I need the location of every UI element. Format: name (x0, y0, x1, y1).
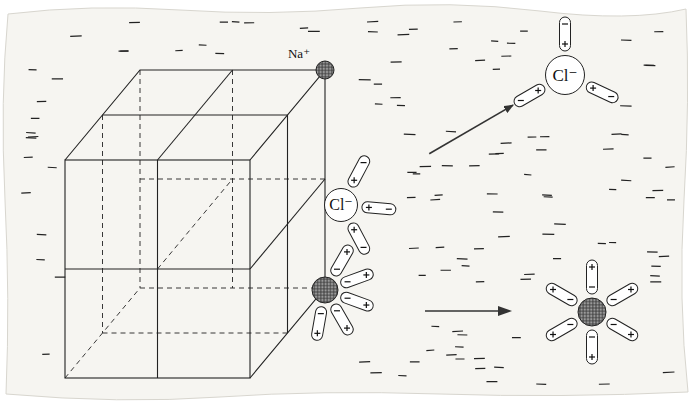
sodium-ion (312, 277, 338, 303)
sodium-ion: Na⁺ (316, 61, 334, 79)
sodium-circle (315, 60, 335, 80)
ion-label: Cl⁻ (552, 67, 577, 84)
chloride-ion: Cl⁻ (545, 55, 585, 95)
arrow (425, 306, 512, 316)
chloride-ion: Cl⁻ (324, 188, 358, 222)
water-dashes (21, 21, 675, 384)
water-dipoles (311, 17, 640, 364)
crystal-cube (65, 70, 325, 378)
dissolution-arrow (429, 105, 513, 154)
water-background (3, 5, 688, 400)
ion-label: Cl⁻ (329, 197, 353, 213)
sodium-ion (578, 298, 606, 326)
ion-label: Na⁺ (288, 47, 310, 60)
